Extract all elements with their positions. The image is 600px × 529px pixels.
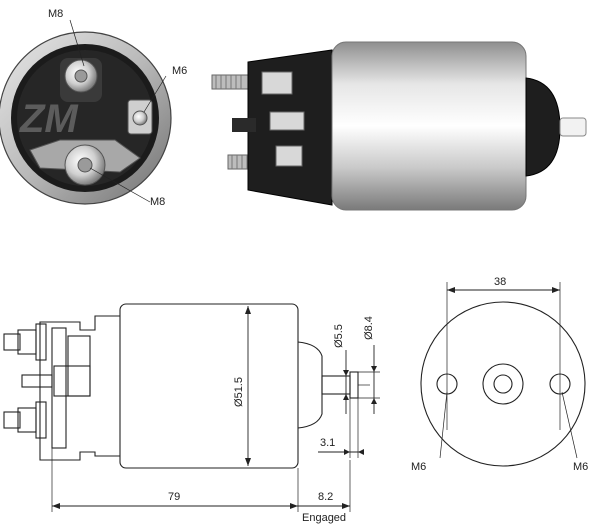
end-view-photo: ZM bbox=[0, 31, 172, 205]
lower-terminal-stud bbox=[29, 139, 141, 186]
dim-engaged-length: 8.2 bbox=[318, 491, 333, 503]
dim-hole-spacing: 38 bbox=[494, 276, 506, 288]
dim-body-length: 79 bbox=[168, 491, 180, 503]
label-bottom-terminal: M8 bbox=[150, 196, 165, 208]
dim-body-diameter: Ø51.5 bbox=[233, 377, 245, 407]
photo-leaders bbox=[69, 19, 167, 203]
end-view-drawing bbox=[420, 282, 586, 467]
label-left-thread: M6 bbox=[411, 461, 426, 473]
dim-plunger-diameter: Ø5.5 bbox=[333, 324, 345, 348]
label-top-terminal: M8 bbox=[48, 8, 63, 20]
label-right-thread: M6 bbox=[573, 461, 588, 473]
side-view-dimension-lines bbox=[51, 306, 380, 512]
dim-plunger-offset: 3.1 bbox=[320, 437, 335, 449]
side-view-photo bbox=[211, 41, 587, 211]
upper-terminal-stud bbox=[60, 58, 102, 102]
side-view-drawing bbox=[3, 303, 370, 469]
label-side-terminal: M6 bbox=[172, 65, 187, 77]
watermark-logo: ZM bbox=[19, 97, 79, 141]
dim-rod-diameter: Ø8.4 bbox=[363, 316, 375, 340]
dim-engaged-note: Engaged bbox=[302, 512, 346, 524]
